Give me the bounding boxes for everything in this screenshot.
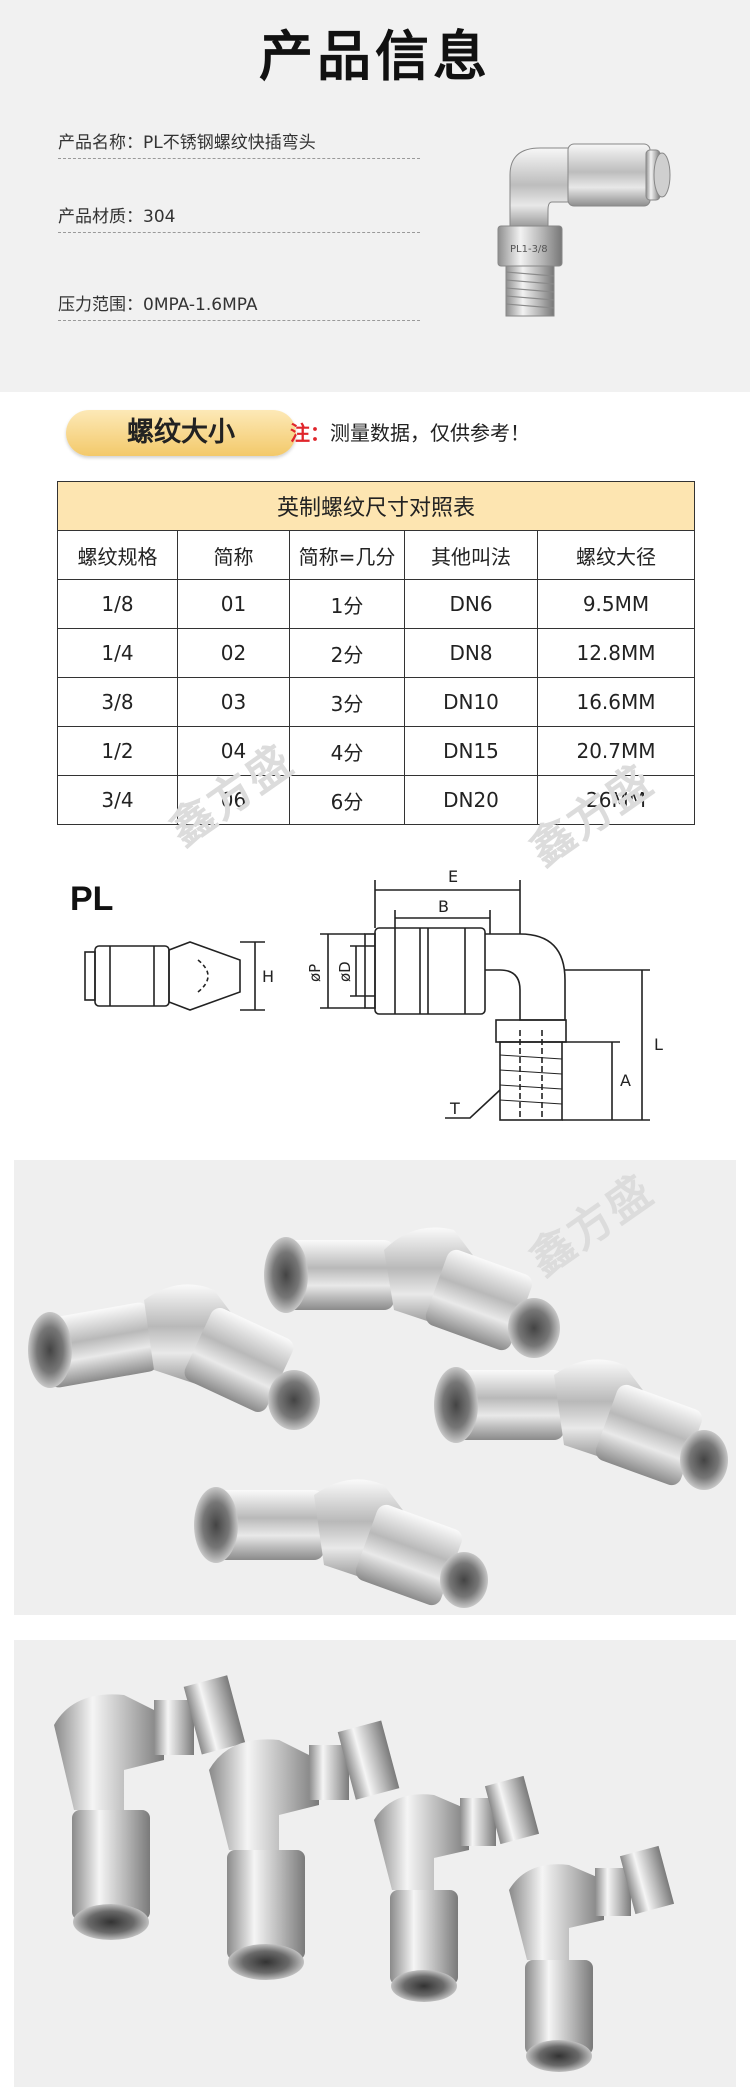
column-header: 简称 — [177, 530, 290, 580]
info-row-material: 产品材质：304 — [58, 202, 420, 233]
table-cell: 1/4 — [57, 628, 178, 678]
table-cell: 1分 — [289, 579, 405, 629]
fitting-photo — [509, 1845, 675, 2072]
thread-size-table: 英制螺纹尺寸对照表 螺纹规格 简称 简称=几分 其他叫法 螺纹大径 1/8 01… — [57, 481, 695, 825]
table-cell: 9.5MM — [537, 579, 695, 629]
model-label: PL — [70, 880, 113, 918]
note-prefix: 注： — [290, 421, 330, 445]
product-info-title: 产品信息 — [259, 25, 491, 88]
table-caption: 英制螺纹尺寸对照表 — [57, 481, 695, 531]
info-value: 0MPA-1.6MPA — [143, 295, 258, 315]
fitting-photo — [194, 1479, 488, 1608]
column-header: 螺纹大径 — [537, 530, 695, 580]
dim-h: H — [262, 967, 274, 986]
fitting-photo — [28, 1284, 320, 1430]
table-cell: 1/2 — [57, 726, 178, 776]
dim-d: øD — [336, 961, 354, 982]
fitting-photo — [209, 1720, 400, 1980]
table-row: 3/4 06 6分 DN20 26MM — [57, 775, 695, 825]
info-label: 压力范围： — [58, 295, 143, 315]
column-header: 其他叫法 — [404, 530, 538, 580]
table-cell: DN15 — [404, 726, 538, 776]
dim-l: L — [654, 1035, 663, 1054]
table-cell: 1/8 — [57, 579, 178, 629]
measurement-note: 注：测量数据，仅供参考！ — [290, 418, 530, 448]
front-view-drawing — [320, 880, 650, 1121]
product-photo-group-1 — [14, 1160, 736, 1615]
dimension-diagram: PL H E B øP ø — [70, 867, 663, 1121]
fitting-product-image: PL1-3/8 — [497, 143, 671, 317]
dim-e: E — [448, 867, 458, 886]
info-label: 产品材质： — [58, 207, 143, 227]
table-cell: 03 — [177, 677, 290, 727]
table-cell: DN20 — [404, 775, 538, 825]
dim-b: B — [438, 897, 449, 916]
dim-p: øP — [306, 964, 324, 982]
fitting-photo — [434, 1359, 728, 1490]
table-cell: 3分 — [289, 677, 405, 727]
table-cell: DN6 — [404, 579, 538, 629]
column-header: 螺纹规格 — [57, 530, 178, 580]
table-cell: 2分 — [289, 628, 405, 678]
fitting-photo — [54, 1675, 246, 1940]
table-cell: DN10 — [404, 677, 538, 727]
column-header: 简称=几分 — [289, 530, 405, 580]
info-value: PL不锈钢螺纹快插弯头 — [143, 133, 316, 153]
thread-table: 英制螺纹尺寸对照表 螺纹规格 简称 简称=几分 其他叫法 螺纹大径 1/8 01… — [57, 481, 695, 825]
info-row-pressure: 压力范围：0MPA-1.6MPA — [58, 290, 420, 321]
table-row: 1/8 01 1分 DN6 9.5MM — [57, 579, 695, 629]
product-info-section: 产品信息 产品名称：PL不锈钢螺纹快插弯头 产品材质：304 压力范围：0MPA… — [0, 0, 750, 392]
fitting-photo — [374, 1775, 540, 2002]
table-cell: DN8 — [404, 628, 538, 678]
table-cell: 4分 — [289, 726, 405, 776]
info-row-name: 产品名称：PL不锈钢螺纹快插弯头 — [58, 128, 420, 159]
table-row: 1/2 04 4分 DN15 20.7MM — [57, 726, 695, 776]
info-value: 304 — [143, 207, 176, 227]
thread-size-title: 螺纹大小 — [66, 410, 296, 456]
table-header-row: 螺纹规格 简称 简称=几分 其他叫法 螺纹大径 — [57, 530, 695, 580]
product-photo-group-2 — [14, 1640, 736, 2087]
table-row: 1/4 02 2分 DN8 12.8MM — [57, 628, 695, 678]
dim-t: T — [449, 1099, 460, 1118]
fitting-marking: PL1-3/8 — [510, 244, 548, 255]
table-cell: 3/8 — [57, 677, 178, 727]
table-cell: 26MM — [537, 775, 695, 825]
dim-a: A — [620, 1071, 631, 1090]
table-cell: 3/4 — [57, 775, 178, 825]
table-cell: 01 — [177, 579, 290, 629]
fitting-photo — [264, 1227, 560, 1358]
info-label: 产品名称： — [58, 133, 143, 153]
table-cell: 6分 — [289, 775, 405, 825]
table-row: 3/8 03 3分 DN10 16.6MM — [57, 677, 695, 727]
table-cell: 04 — [177, 726, 290, 776]
table-cell: 12.8MM — [537, 628, 695, 678]
table-cell: 16.6MM — [537, 677, 695, 727]
side-view-drawing — [84, 941, 265, 1011]
table-cell: 02 — [177, 628, 290, 678]
note-text: 测量数据，仅供参考！ — [330, 421, 530, 445]
